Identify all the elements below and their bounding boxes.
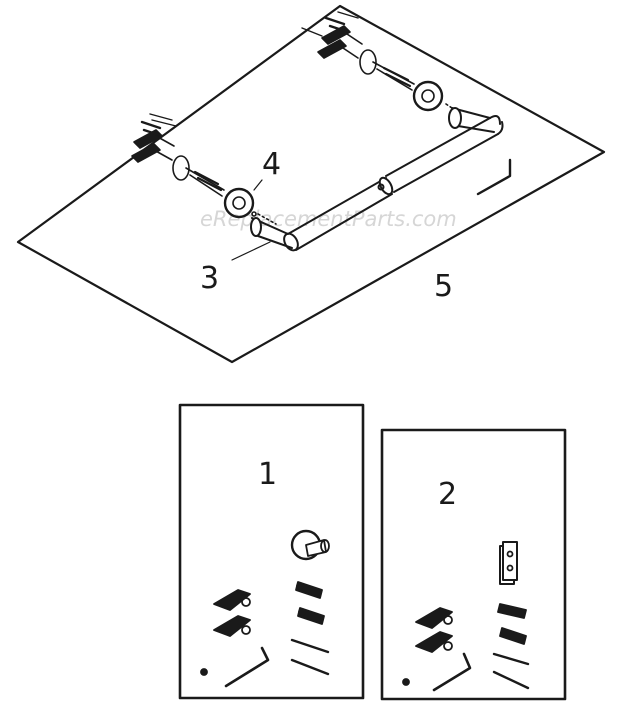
hex-key-main (476, 158, 512, 196)
callout-2: 2 (438, 477, 457, 512)
grab-bar (250, 107, 504, 252)
right-flange-assembly (301, 11, 453, 112)
callout-5: 5 (434, 269, 453, 304)
leader-4 (253, 179, 263, 191)
leader-3 (231, 241, 271, 261)
callout-4: 4 (262, 147, 281, 182)
callout-3: 3 (200, 261, 219, 296)
callout-1: 1 (258, 457, 277, 492)
kit-box-1 (178, 403, 365, 700)
kit-box-1-parts (200, 529, 330, 688)
left-flange-assembly (131, 113, 277, 225)
kit-box-2 (380, 428, 567, 701)
kit-box-2-parts (402, 541, 530, 692)
mounting-surface-plane (16, 4, 606, 364)
